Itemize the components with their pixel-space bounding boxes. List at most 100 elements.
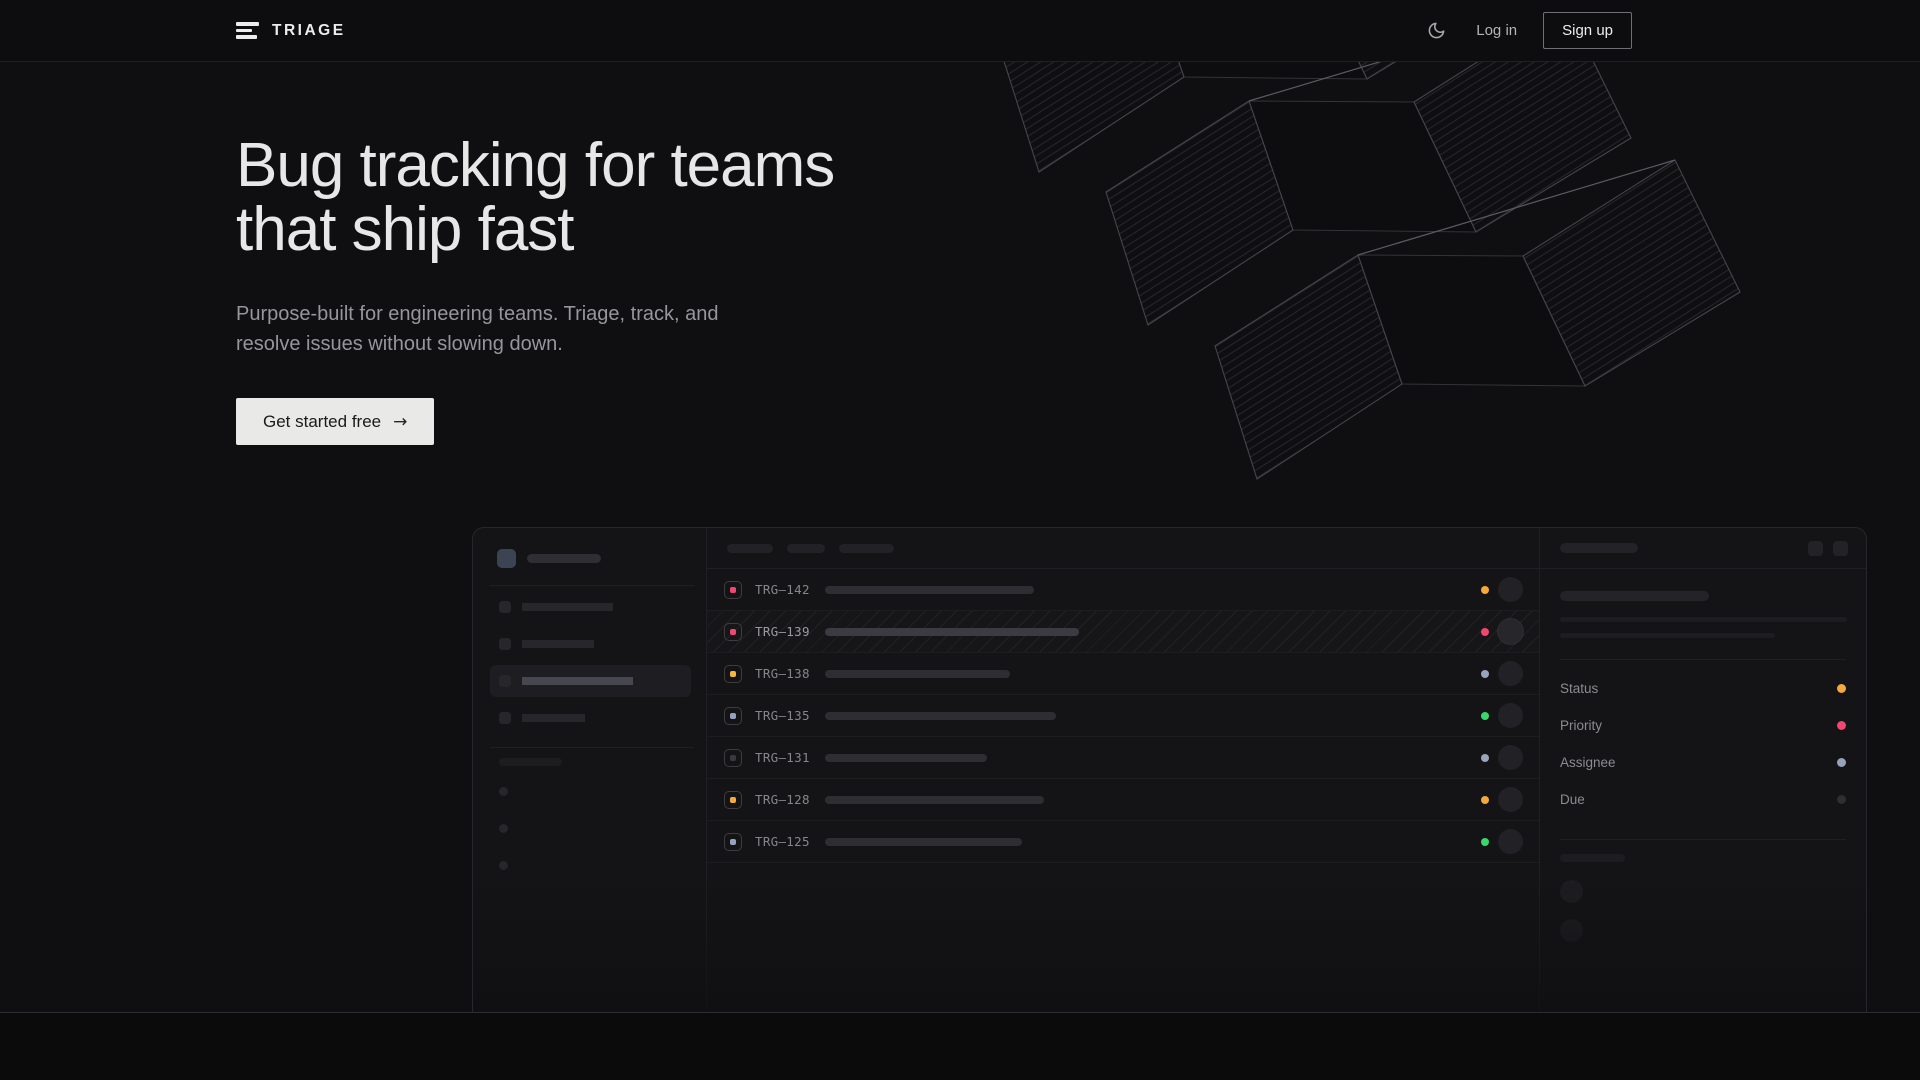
hero-subtitle: Purpose-built for engineering teams. Tri… <box>236 303 719 355</box>
detail-panel-header <box>1540 528 1866 569</box>
issue-id: TRG–139 <box>755 624 810 639</box>
filter-pill-skeleton <box>787 543 825 553</box>
assignee-avatar <box>1498 661 1523 686</box>
assignee-avatar <box>1498 619 1523 644</box>
filter-pill-skeleton <box>727 543 773 553</box>
issue-type-icon <box>724 748 742 767</box>
headline-line-2: that ship fast <box>236 195 575 264</box>
skeleton-pill <box>527 554 601 563</box>
status-dot <box>1481 795 1489 804</box>
workspace-row <box>497 549 706 568</box>
hero-section: Bug tracking for teams that ship fast Pu… <box>0 62 1920 1012</box>
detail-fields: Status Priority Assignee Due <box>1560 670 1846 818</box>
issue-title-skeleton <box>825 795 1044 804</box>
headline-line-1: Bug tracking for teams <box>236 131 835 200</box>
divider <box>490 747 694 748</box>
issue-row-selected: TRG–139 <box>707 611 1539 653</box>
issue-row: TRG–128 <box>707 779 1539 821</box>
issue-type-icon <box>724 580 742 599</box>
assignee-avatar <box>1498 703 1523 728</box>
issue-row: TRG–138 <box>707 653 1539 695</box>
issue-id: TRG–138 <box>755 666 810 681</box>
moon-icon <box>1427 21 1446 40</box>
nav-item-icon <box>499 601 511 613</box>
issue-title-skeleton <box>825 711 1056 720</box>
issue-title-skeleton <box>825 627 1079 636</box>
field-label: Priority <box>1560 718 1603 733</box>
assignee-value-dot <box>1837 758 1846 767</box>
issue-id: TRG–128 <box>755 792 810 807</box>
nav-right: Log in Sign up <box>1423 12 1632 49</box>
assignee-avatar <box>1498 745 1523 770</box>
skeleton-bar <box>522 677 633 685</box>
skeleton-bar <box>522 603 613 611</box>
signup-button[interactable]: Sign up <box>1543 12 1632 49</box>
sidebar-nav-item <box>490 591 691 623</box>
divider <box>1560 839 1846 840</box>
field-row: Assignee <box>1560 744 1846 781</box>
issue-type-icon <box>724 622 742 641</box>
field-row: Priority <box>1560 707 1846 744</box>
issue-id: TRG–131 <box>755 750 810 765</box>
field-label: Status <box>1560 681 1599 696</box>
sidebar-nav-item <box>490 628 691 660</box>
status-dot <box>1481 669 1489 678</box>
field-row: Due <box>1560 781 1846 818</box>
issue-row: TRG–125 <box>707 821 1539 863</box>
mockup-sidebar <box>473 528 707 1012</box>
divider <box>490 585 694 586</box>
theme-toggle-button[interactable] <box>1423 17 1450 44</box>
issue-type-icon <box>724 790 742 809</box>
status-dot <box>1481 837 1489 846</box>
list-bullet <box>499 824 508 833</box>
filter-pill-skeleton <box>839 543 894 553</box>
nav-item-icon <box>499 712 511 724</box>
field-label: Assignee <box>1560 755 1616 770</box>
field-label: Due <box>1560 792 1585 807</box>
issue-type-icon <box>724 832 742 851</box>
issue-detail-panel: Status Priority Assignee Due <box>1540 528 1866 1012</box>
page-title: Bug tracking for teams that ship fast <box>236 134 1920 262</box>
panel-actions <box>1808 540 1848 556</box>
status-dot <box>1481 627 1489 636</box>
footer-band <box>0 1012 1920 1080</box>
priority-value-dot <box>1837 721 1846 730</box>
field-row: Status <box>1560 670 1846 707</box>
status-value-dot <box>1837 684 1846 693</box>
divider <box>1560 659 1846 660</box>
assignee-avatar <box>1498 787 1523 812</box>
issue-id: TRG–135 <box>755 708 810 723</box>
activity-avatar-skeleton <box>1560 880 1583 903</box>
section-label-skeleton <box>499 758 562 766</box>
description-line-skeleton <box>1560 633 1775 638</box>
panel-action-icon <box>1833 540 1848 556</box>
issue-type-icon <box>724 706 742 725</box>
panel-action-icon <box>1808 540 1823 556</box>
workspace-avatar <box>497 549 516 568</box>
status-dot <box>1481 753 1489 762</box>
arrow-right-icon: → <box>393 411 408 432</box>
status-dot <box>1481 585 1489 594</box>
issue-id: TRG–142 <box>755 582 810 597</box>
get-started-label: Get started free <box>263 411 382 431</box>
brand: TRIAGE <box>236 22 346 40</box>
issue-row: TRG–142 <box>707 569 1539 611</box>
issue-type-icon <box>724 664 742 683</box>
list-bullet <box>499 787 508 796</box>
skeleton-pill <box>1560 543 1638 553</box>
assignee-avatar <box>1498 829 1523 854</box>
sidebar-nav-item <box>490 702 691 734</box>
login-link[interactable]: Log in <box>1476 22 1518 39</box>
skeleton-bar <box>522 714 585 722</box>
nav-item-icon <box>499 675 511 687</box>
skeleton-bar <box>522 640 594 648</box>
get-started-button[interactable]: Get started free → <box>236 398 435 445</box>
issue-title-skeleton <box>1560 591 1709 601</box>
section-label-skeleton <box>1560 854 1625 862</box>
detail-panel-body: Status Priority Assignee Due <box>1540 569 1866 942</box>
list-header <box>707 528 1539 569</box>
app-mockup-card: TRG–142 TRG–139 TRG–138 <box>472 527 1867 1012</box>
issue-id: TRG–125 <box>755 834 810 849</box>
issue-title-skeleton <box>825 753 987 762</box>
triage-logo-icon <box>236 22 259 39</box>
